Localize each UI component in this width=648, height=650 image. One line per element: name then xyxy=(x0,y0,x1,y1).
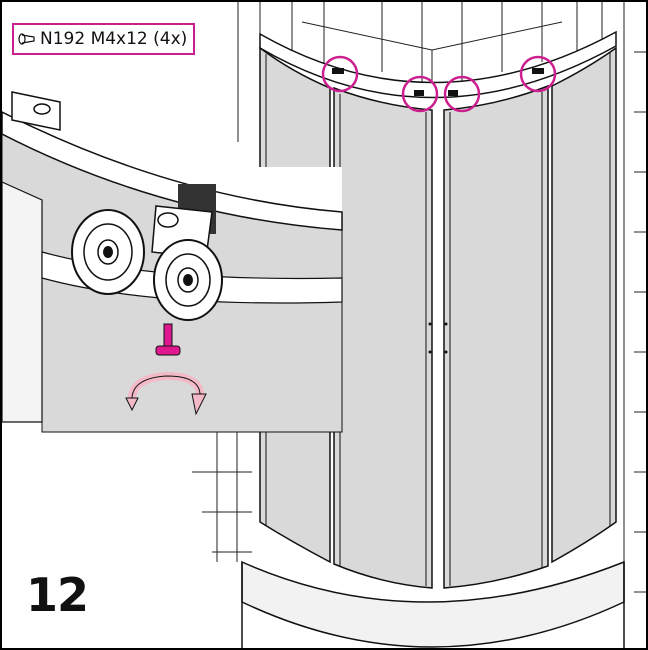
part-label-text: N192 M4x12 (4x) xyxy=(40,29,188,49)
part-label-box: N192 M4x12 (4x) xyxy=(12,23,196,55)
highlight-circle-icon xyxy=(321,55,359,93)
roller-wheel-icon xyxy=(71,209,145,295)
left-sliding-door xyxy=(333,86,433,589)
screw-icon xyxy=(18,33,35,45)
shower-tray xyxy=(241,560,625,648)
highlight-circle-icon xyxy=(443,75,481,113)
roller-brackets xyxy=(332,68,544,96)
right-sliding-door xyxy=(443,84,549,589)
detail-inset xyxy=(2,72,343,433)
top-rail xyxy=(259,30,617,99)
screw-icon xyxy=(155,323,181,356)
rotate-arrow-icon xyxy=(125,371,207,416)
roller-wheel-icon xyxy=(153,239,223,321)
highlight-circle-icon xyxy=(519,55,557,93)
highlight-circle-icon xyxy=(401,75,439,113)
step-number: 12 xyxy=(26,568,89,622)
right-fixed-panel xyxy=(551,46,617,564)
door-handles xyxy=(428,322,448,354)
